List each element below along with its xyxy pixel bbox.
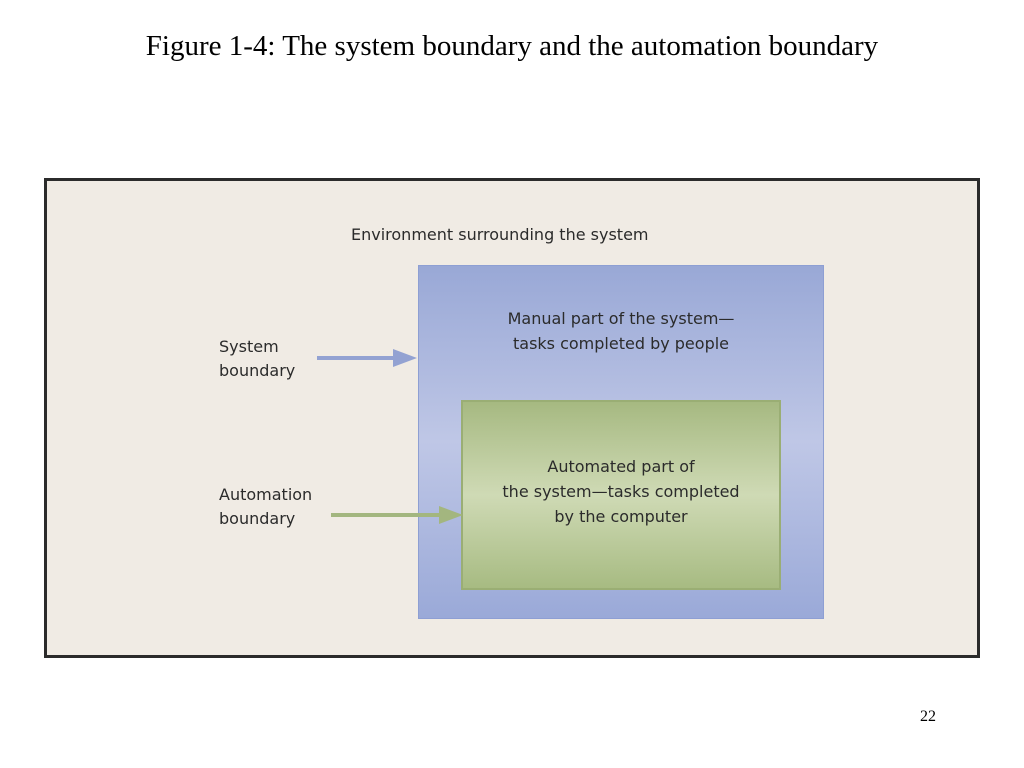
automated-part-label-line-2: the system—tasks completed — [502, 482, 740, 501]
environment-label: Environment surrounding the system — [351, 225, 649, 244]
automation-boundary-box: Automated part of the system—tasks compl… — [461, 400, 781, 590]
arrow-right-icon — [331, 506, 463, 524]
automated-part-label: Automated part of the system—tasks compl… — [463, 454, 779, 529]
page-title: Figure 1-4: The system boundary and the … — [145, 30, 879, 62]
system-boundary-label: System boundary — [219, 335, 339, 383]
system-boundary-box: Manual part of the system— tasks complet… — [418, 265, 824, 619]
automated-part-label-line-1: Automated part of — [547, 457, 695, 476]
automation-boundary-label: Automation boundary — [219, 483, 359, 531]
manual-part-label-line-2: tasks completed by people — [512, 334, 730, 353]
automated-part-label-line-3: by the computer — [554, 507, 688, 526]
system-boundary-label-line-2: boundary — [219, 361, 296, 380]
diagram-frame: Environment surrounding the system Syste… — [44, 178, 980, 658]
manual-part-label-line-1: Manual part of the system— — [507, 309, 735, 328]
automation-boundary-arrow-head — [439, 506, 463, 524]
system-boundary-arrow-head — [393, 349, 417, 367]
arrow-right-icon — [317, 349, 417, 367]
automation-boundary-label-line-1: Automation — [219, 485, 313, 504]
manual-part-label: Manual part of the system— tasks complet… — [419, 306, 823, 356]
system-boundary-label-line-1: System — [219, 337, 279, 356]
automation-boundary-label-line-2: boundary — [219, 509, 296, 528]
page-number: 22 — [920, 708, 936, 725]
